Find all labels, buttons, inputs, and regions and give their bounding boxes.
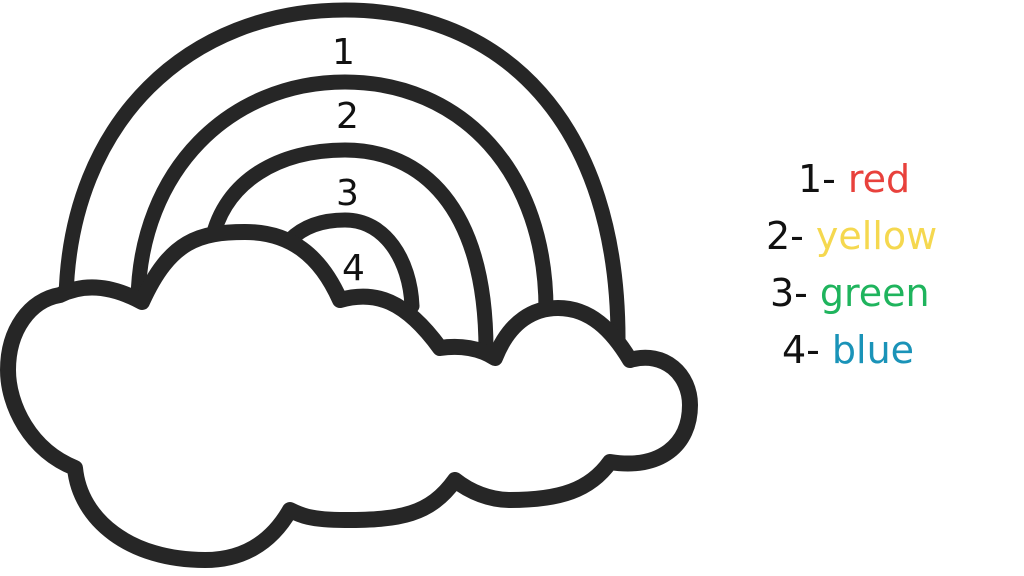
- legend-key: 4-: [782, 327, 820, 372]
- legend-key: 2-: [766, 213, 804, 258]
- legend-item-2: 2- yellow: [760, 207, 980, 264]
- legend-item-3: 3- green: [760, 264, 980, 321]
- band-number-4: 4: [342, 248, 365, 289]
- legend-color-name: blue: [831, 327, 915, 372]
- legend-key: 3-: [770, 270, 808, 315]
- legend-color-name: red: [847, 156, 911, 201]
- band-number-1: 1: [332, 32, 355, 73]
- cloud-outline: [0, 224, 698, 568]
- band-number-2: 2: [336, 96, 359, 137]
- band-number-3: 3: [336, 173, 359, 214]
- rainbow-arc-3: [204, 142, 494, 358]
- legend-key: 1-: [798, 156, 836, 201]
- rainbow-arc-2: [130, 74, 554, 323]
- legend-item-1: 1- red: [760, 150, 980, 207]
- rainbow-arc-outer: [58, 2, 626, 353]
- legend-item-4: 4- blue: [760, 321, 980, 378]
- color-legend: 1- red 2- yellow 3- green 4- blue: [760, 150, 980, 378]
- legend-color-name: green: [819, 270, 930, 315]
- legend-color-name: yellow: [815, 213, 938, 258]
- rainbow-arc-4: [282, 212, 420, 314]
